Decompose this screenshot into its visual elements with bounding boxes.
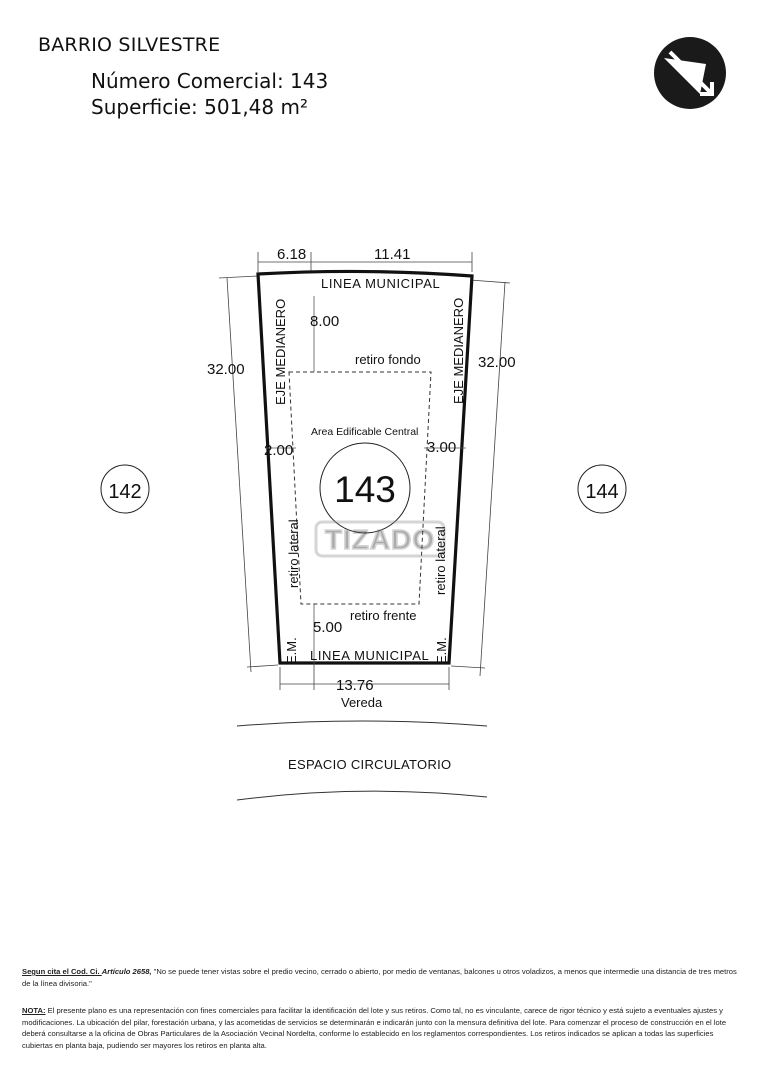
retiro-lateral-left-label: retiro lateral bbox=[286, 519, 301, 588]
neighbor-142: 142 bbox=[108, 481, 141, 503]
eje-medianero-left: EJE MEDIANERO bbox=[273, 299, 288, 405]
lot-outline bbox=[256, 269, 474, 665]
area-label: Area Edificable Central bbox=[311, 426, 418, 438]
retiro-lateral-left-value: 2.00 bbox=[264, 442, 293, 459]
lot-number: 143 bbox=[334, 469, 396, 510]
retiro-fondo-value: 8.00 bbox=[310, 313, 339, 330]
numero-comercial: Número Comercial: 143 bbox=[91, 69, 329, 93]
neighbor-144: 144 bbox=[585, 481, 618, 503]
buildable-area bbox=[288, 371, 432, 605]
retiro-lateral-right-label: retiro lateral bbox=[433, 526, 448, 595]
em-left: E.M. bbox=[284, 637, 299, 664]
retiro-lateral-right-value: 3.00 bbox=[427, 439, 456, 456]
lot-plan: 6.18 11.41 32.00 32.00 LINEA MUNICIPAL E… bbox=[100, 37, 726, 801]
disclaimer-note: NOTA: El presente plano es una represent… bbox=[22, 1006, 727, 1050]
right-length: 32.00 bbox=[478, 354, 516, 371]
linea-municipal-bottom: LINEA MUNICIPAL bbox=[310, 648, 429, 663]
street-edge-top bbox=[236, 720, 488, 727]
neighbor-142-circle bbox=[100, 464, 150, 514]
linea-municipal-top: LINEA MUNICIPAL bbox=[321, 276, 440, 291]
street-edge-bottom bbox=[236, 790, 488, 801]
retiro-frente-value: 5.00 bbox=[313, 619, 342, 636]
superficie: Superficie: 501,48 m² bbox=[91, 95, 308, 119]
north-arrow-icon bbox=[654, 37, 726, 109]
street-name: ESPACIO CIRCULATORIO bbox=[288, 757, 451, 772]
retiro-guides bbox=[265, 296, 466, 663]
bottom-dimension bbox=[279, 663, 450, 690]
eje-medianero-right: EJE MEDIANERO bbox=[451, 298, 466, 404]
side-dimensions bbox=[218, 275, 511, 677]
retiro-fondo-label: retiro fondo bbox=[355, 352, 421, 367]
top-left-width: 6.18 bbox=[277, 246, 306, 263]
barrio-title: BARRIO SILVESTRE bbox=[38, 34, 221, 56]
watermark-logo: TIZADO bbox=[314, 520, 446, 558]
bottom-width: 13.76 bbox=[336, 677, 374, 694]
lot-number-circle bbox=[319, 442, 411, 534]
em-right: E.M. bbox=[434, 637, 449, 664]
svg-text:TIZADO: TIZADO bbox=[325, 524, 435, 555]
vereda-label: Vereda bbox=[341, 695, 383, 710]
neighbor-144-circle bbox=[577, 464, 627, 514]
top-dimension bbox=[257, 252, 473, 272]
retiro-frente-label: retiro frente bbox=[350, 608, 416, 623]
left-length: 32.00 bbox=[207, 361, 245, 378]
top-right-width: 11.41 bbox=[374, 246, 410, 263]
legal-note: Segun cita el Cod. Ci. Artículo 2658, "N… bbox=[22, 967, 737, 988]
